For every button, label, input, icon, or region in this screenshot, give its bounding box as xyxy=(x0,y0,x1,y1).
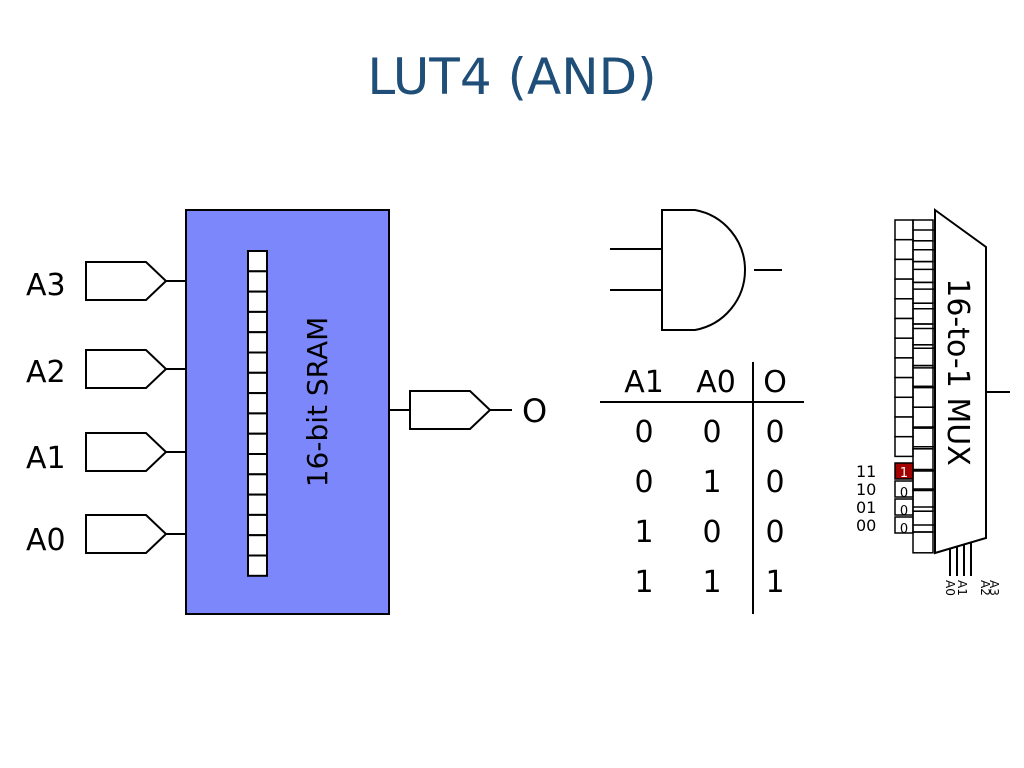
mux-address-label: 11 xyxy=(856,462,876,481)
truth-table-cell: 0 xyxy=(765,515,784,550)
input-label-a2: A2 xyxy=(26,355,66,390)
mux-bit-cell xyxy=(894,238,914,261)
truth-table-cell: 1 xyxy=(702,565,721,600)
mux-bit-cell xyxy=(894,376,914,399)
mux-bit-cell xyxy=(894,337,914,359)
truth-table-header-o: O xyxy=(763,365,787,400)
sram-cell xyxy=(247,392,268,415)
truth-table-cell: 0 xyxy=(765,465,784,500)
mux-bit-value: 0 xyxy=(900,486,908,501)
mux-bit-cell xyxy=(894,317,914,339)
mux-input-cell xyxy=(912,260,934,284)
truth-table-cell: 0 xyxy=(634,415,653,450)
truth-table: A1 A0 O 0 0 0 0 1 0 1 0 0 1 1 1 xyxy=(600,362,804,614)
sram-cell xyxy=(247,290,268,313)
mux-input-cell xyxy=(912,406,934,429)
sram-cell xyxy=(247,534,268,557)
mux-bit-value: 0 xyxy=(900,522,908,537)
mux-input-cell xyxy=(912,323,934,346)
truth-table-cell: 1 xyxy=(702,465,721,500)
truth-table-cell: 0 xyxy=(634,465,653,500)
sram-cell xyxy=(247,493,268,516)
output-pin xyxy=(389,390,512,430)
sram-cell xyxy=(247,351,268,374)
mux-input-cell xyxy=(912,240,934,263)
mux-address-label: 01 xyxy=(856,498,876,517)
mux-select-label: A2 xyxy=(978,580,992,596)
mux-input-cell xyxy=(912,468,934,492)
truth-table-cell: 1 xyxy=(634,565,653,600)
sram-cell xyxy=(247,412,268,435)
mux-input-cell xyxy=(912,302,934,325)
input-label-a1: A1 xyxy=(26,441,66,476)
mux-select-label: A1 xyxy=(955,580,969,596)
output-label: O xyxy=(522,392,547,430)
sram-cell xyxy=(247,554,268,577)
sram-cells xyxy=(247,250,268,577)
mux-input-cell xyxy=(912,510,934,533)
sram-cell xyxy=(247,371,268,395)
input-pin-a3 xyxy=(85,261,168,301)
input-pin-a0 xyxy=(85,514,168,554)
truth-table-header-a0: A0 xyxy=(696,365,736,400)
mux-bit-value: 0 xyxy=(900,504,908,519)
mux-bit-cell xyxy=(894,278,914,300)
truth-table-header-a1: A1 xyxy=(624,365,664,400)
mux-bit-cell xyxy=(894,258,914,280)
truth-table-cell: 0 xyxy=(702,515,721,550)
input-label-a3: A3 xyxy=(26,268,66,303)
mux-bit-cell xyxy=(894,416,914,438)
mux-body xyxy=(934,208,987,555)
mux-select-label: A0 xyxy=(943,580,957,596)
sram-label: 16-bit SRAM xyxy=(301,317,334,488)
mux-input-cell xyxy=(912,364,934,388)
mux-bit-cell xyxy=(894,298,914,320)
mux-label: 16-to-1 MUX xyxy=(940,278,975,466)
sram-cell xyxy=(247,310,268,334)
mux-select-lines xyxy=(949,543,972,576)
mux-bit-cell xyxy=(894,219,914,241)
mux-bit-cell xyxy=(894,435,914,458)
mux-input-cell xyxy=(912,427,934,450)
mux-input-cell xyxy=(912,448,934,471)
truth-table-cell: 0 xyxy=(702,415,721,450)
mux-input-cell xyxy=(912,531,934,554)
mux-bit-cell xyxy=(894,396,914,418)
sram-cell xyxy=(247,250,268,273)
mux-input-cell xyxy=(912,489,934,512)
truth-table-cell: 1 xyxy=(765,565,784,600)
mux-address-label: 00 xyxy=(856,516,876,535)
mux-input-cell xyxy=(912,385,934,408)
sram-cell xyxy=(247,270,268,293)
sram-cell xyxy=(247,432,268,456)
mux: 1 0 0 0 11 10 01 00 16-to-1 MUX A3 A2 A1… xyxy=(856,208,1010,596)
input-pin-a1 xyxy=(85,432,168,472)
mux-selected-cell xyxy=(894,462,914,480)
sram-cell xyxy=(247,473,268,496)
truth-table-cell: 1 xyxy=(634,515,653,550)
mux-input-cell xyxy=(912,281,934,304)
sram-cell xyxy=(247,331,268,354)
mux-bit-lines xyxy=(913,229,935,526)
sram-cell xyxy=(247,513,268,537)
slide-title: LUT4 (AND) xyxy=(367,48,657,106)
sram-block xyxy=(185,209,390,615)
and-gate-icon xyxy=(610,209,782,331)
mux-bit-cell xyxy=(894,357,914,379)
input-pin-a2 xyxy=(85,349,168,389)
mux-bit-value: 1 xyxy=(900,466,908,481)
sram-cell xyxy=(247,453,268,476)
input-label-a0: A0 xyxy=(26,523,66,558)
input-pins xyxy=(85,261,186,554)
mux-address-label: 10 xyxy=(856,480,876,499)
mux-select-label: A3 xyxy=(987,580,1001,596)
truth-table-cell: 0 xyxy=(765,415,784,450)
